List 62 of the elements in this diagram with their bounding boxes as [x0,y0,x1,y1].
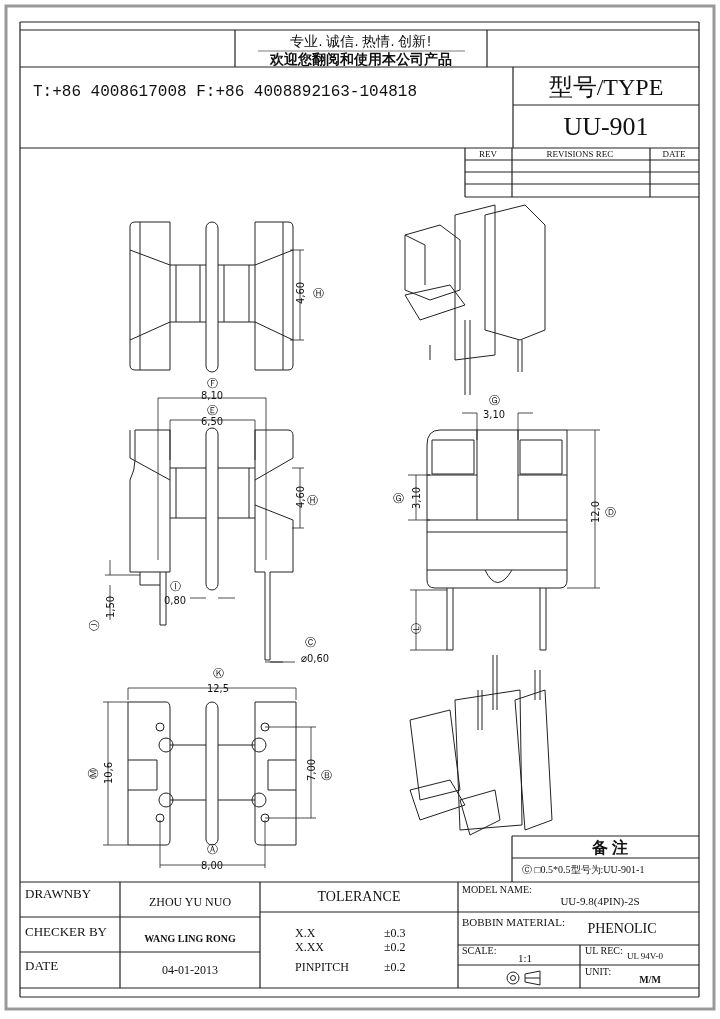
callout-letter: Ⓑ [320,769,332,781]
dimension-text: 8,10 [201,389,223,401]
note-text: Ⓒ □0.5*0.5型号为:UU-901-1 [522,865,645,875]
callout-letter: Ⓗ [306,494,318,506]
callout-letter: Ⓖ [392,492,404,504]
title-block-text: BOBBIN MATERIAL: [462,916,565,928]
header-text: 专业. 诚信. 热情. 创新! [290,34,432,48]
dimension-text: 12,5 [207,682,229,694]
title-block-text: UU-9.8(4PIN)-2S [560,895,640,907]
callout-letter: Ⓖ [488,394,500,406]
title-block-text: UNIT: [585,967,612,977]
callout-letter: Ⓘ [169,580,181,592]
title-block-text: SCALE: [462,946,497,956]
dimension-text: 12,0 [589,501,601,523]
table-header-text: REVISIONS REC [546,149,614,159]
title-block-text: MODEL NAME: [462,885,532,895]
callout-letter: Ⓙ [88,619,100,631]
header-text: UU-901 [563,114,649,140]
title-block-text: X.XX [295,941,324,953]
note-text: 备 注 [592,840,628,856]
callout-letter: Ⓔ [206,404,218,416]
title-block-text: TOLERANCE [317,890,401,904]
title-block-text: M/M [639,975,661,985]
dimension-text: ⌀0,60 [301,652,329,664]
title-block-text: UL 94V-0 [626,951,664,961]
callout-letter: Ⓗ [312,287,324,299]
table-header-text: DATE [662,149,686,159]
title-block-text: X.X [295,927,316,939]
title-block-text: DRAWNBY [25,886,92,900]
dimension-text: 0,80 [164,594,186,606]
title-block-text: 04-01-2013 [162,964,218,976]
dimension-text: 3,10 [483,408,505,420]
header-text: T:+86 4008617008 F:+86 4008892163-104818 [33,84,418,100]
title-block-text: PINPITCH [295,961,349,973]
callout-letter: Ⓚ [212,667,224,679]
header-text: 型号/TYPE [548,75,664,99]
title-block-text: WANG LING RONG [144,934,236,944]
dimension-text: 8,00 [201,859,223,871]
header-text: 欢迎您翻阅和使用本公司产品 [270,53,452,67]
dimension-text: 4,60 [294,282,306,304]
dimension-text: 4,60 [294,486,306,508]
dimension-text: 10,6 [102,762,114,784]
callout-letter: Ⓒ [304,636,316,648]
dimension-text: 3,10 [410,487,422,509]
callout-letter: Ⓐ [206,843,218,855]
dimension-text: 1,50 [104,596,116,618]
title-block-text: ZHOU YU NUO [148,896,232,908]
table-header-text: REV [479,149,497,159]
callout-letter: Ⓛ [410,622,422,634]
title-block-text: PHENOLIC [587,922,657,936]
callout-letter: Ⓜ [87,767,99,779]
callout-letter: Ⓕ [206,377,218,389]
title-block-text: ±0.2 [384,961,406,973]
dimension-text: 7,00 [305,759,317,781]
dimension-text: 6,50 [201,415,223,427]
title-block-text: DATE [25,958,59,972]
title-block-text: CHECKER BY [25,924,107,938]
title-block-text: ±0.3 [384,927,406,939]
callout-letter: Ⓓ [604,506,616,518]
title-block-text: ±0.2 [384,941,406,953]
title-block-text: 1:1 [517,952,533,964]
title-block-text: UL REC: [585,946,623,956]
